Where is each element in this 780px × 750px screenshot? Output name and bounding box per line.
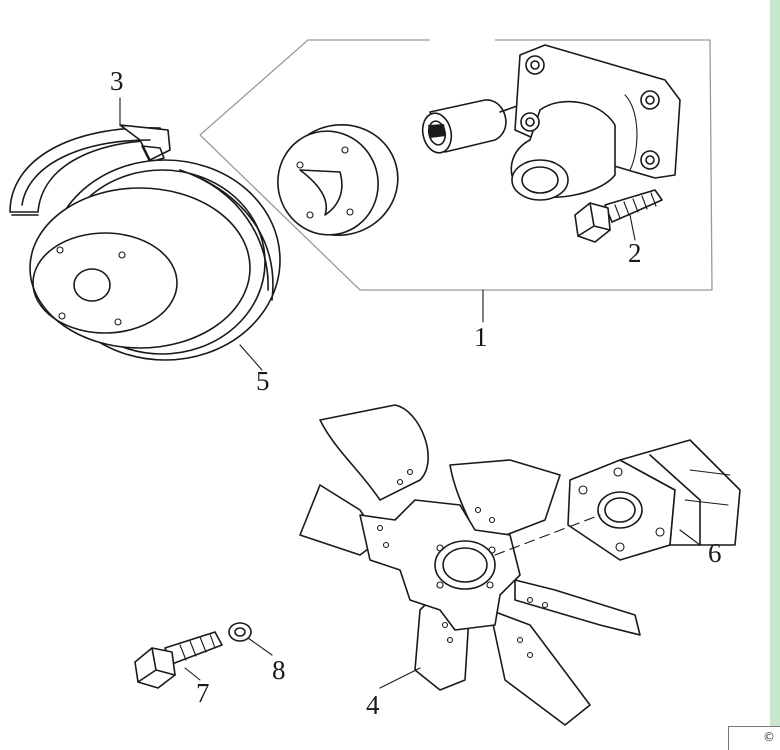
window-edge-strip — [770, 0, 780, 749]
fan-spacer-bracket[interactable] — [567, 439, 741, 561]
corner-tab: © — [728, 726, 780, 750]
callout-6: 6 — [708, 538, 722, 568]
pump-spacer-plate[interactable] — [266, 112, 410, 248]
pump-bushing[interactable] — [419, 99, 521, 156]
fan-bolt[interactable] — [134, 631, 223, 689]
callout-7: 7 — [196, 678, 210, 708]
washer[interactable] — [228, 622, 252, 642]
water-pump-group-frame — [199, 39, 713, 291]
copyright-mark: © — [763, 730, 775, 744]
pulley[interactable] — [29, 159, 281, 361]
v-belt[interactable] — [9, 124, 171, 216]
cooling-fan[interactable] — [299, 404, 641, 726]
fan-blade — [514, 579, 641, 636]
callout-1: 1 — [474, 322, 488, 352]
callout-8: 8 — [272, 655, 286, 685]
fan-blade — [489, 609, 591, 726]
callout-3: 3 — [110, 66, 124, 96]
pump-bolt[interactable] — [574, 189, 663, 243]
leader-lines — [119, 97, 701, 689]
water-pump-body[interactable] — [510, 44, 681, 201]
fan-blade — [319, 404, 429, 501]
callout-5: 5 — [256, 366, 270, 396]
callout-4: 4 — [366, 690, 380, 720]
callout-2: 2 — [628, 238, 642, 268]
